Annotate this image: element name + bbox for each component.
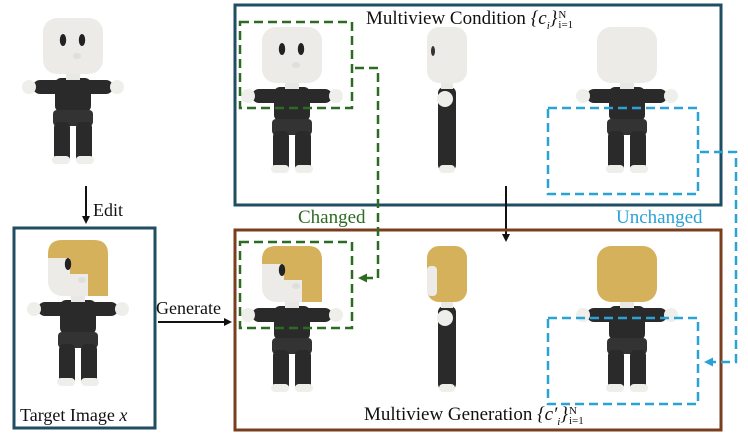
changed-region-condition <box>238 20 354 110</box>
generation-view-side <box>427 246 467 392</box>
multiview-condition-box <box>233 3 723 207</box>
target-character <box>27 240 129 386</box>
condition-view-back <box>576 27 678 173</box>
unchanged-connector <box>700 150 738 367</box>
generation-view-front <box>241 246 343 392</box>
condition-view-front <box>241 27 343 173</box>
multiview-generation-text: Multiview Generation <box>364 404 533 425</box>
target-image-label: Target Image x <box>20 405 127 426</box>
unchanged-region-generation <box>546 316 700 406</box>
unchanged-region-condition <box>546 106 700 196</box>
condition-view-side <box>427 27 467 173</box>
source-character <box>22 18 124 164</box>
generate-label: Generate <box>156 298 221 318</box>
multiview-condition-text: Multiview Condition <box>366 8 526 29</box>
unchanged-label: Unchanged <box>616 207 703 228</box>
edit-label: Edit <box>93 200 123 220</box>
target-image-box <box>12 226 157 430</box>
changed-label: Changed <box>298 207 366 228</box>
changed-region-generation <box>238 240 354 330</box>
target-image-math: x <box>119 405 128 425</box>
target-image-text: Target Image <box>20 405 115 425</box>
changed-connector <box>355 66 380 283</box>
multiview-generation-math: {c′i} <box>537 404 568 428</box>
multiview-condition-math: {ci} <box>530 8 558 32</box>
multiview-generation-box <box>233 228 723 432</box>
